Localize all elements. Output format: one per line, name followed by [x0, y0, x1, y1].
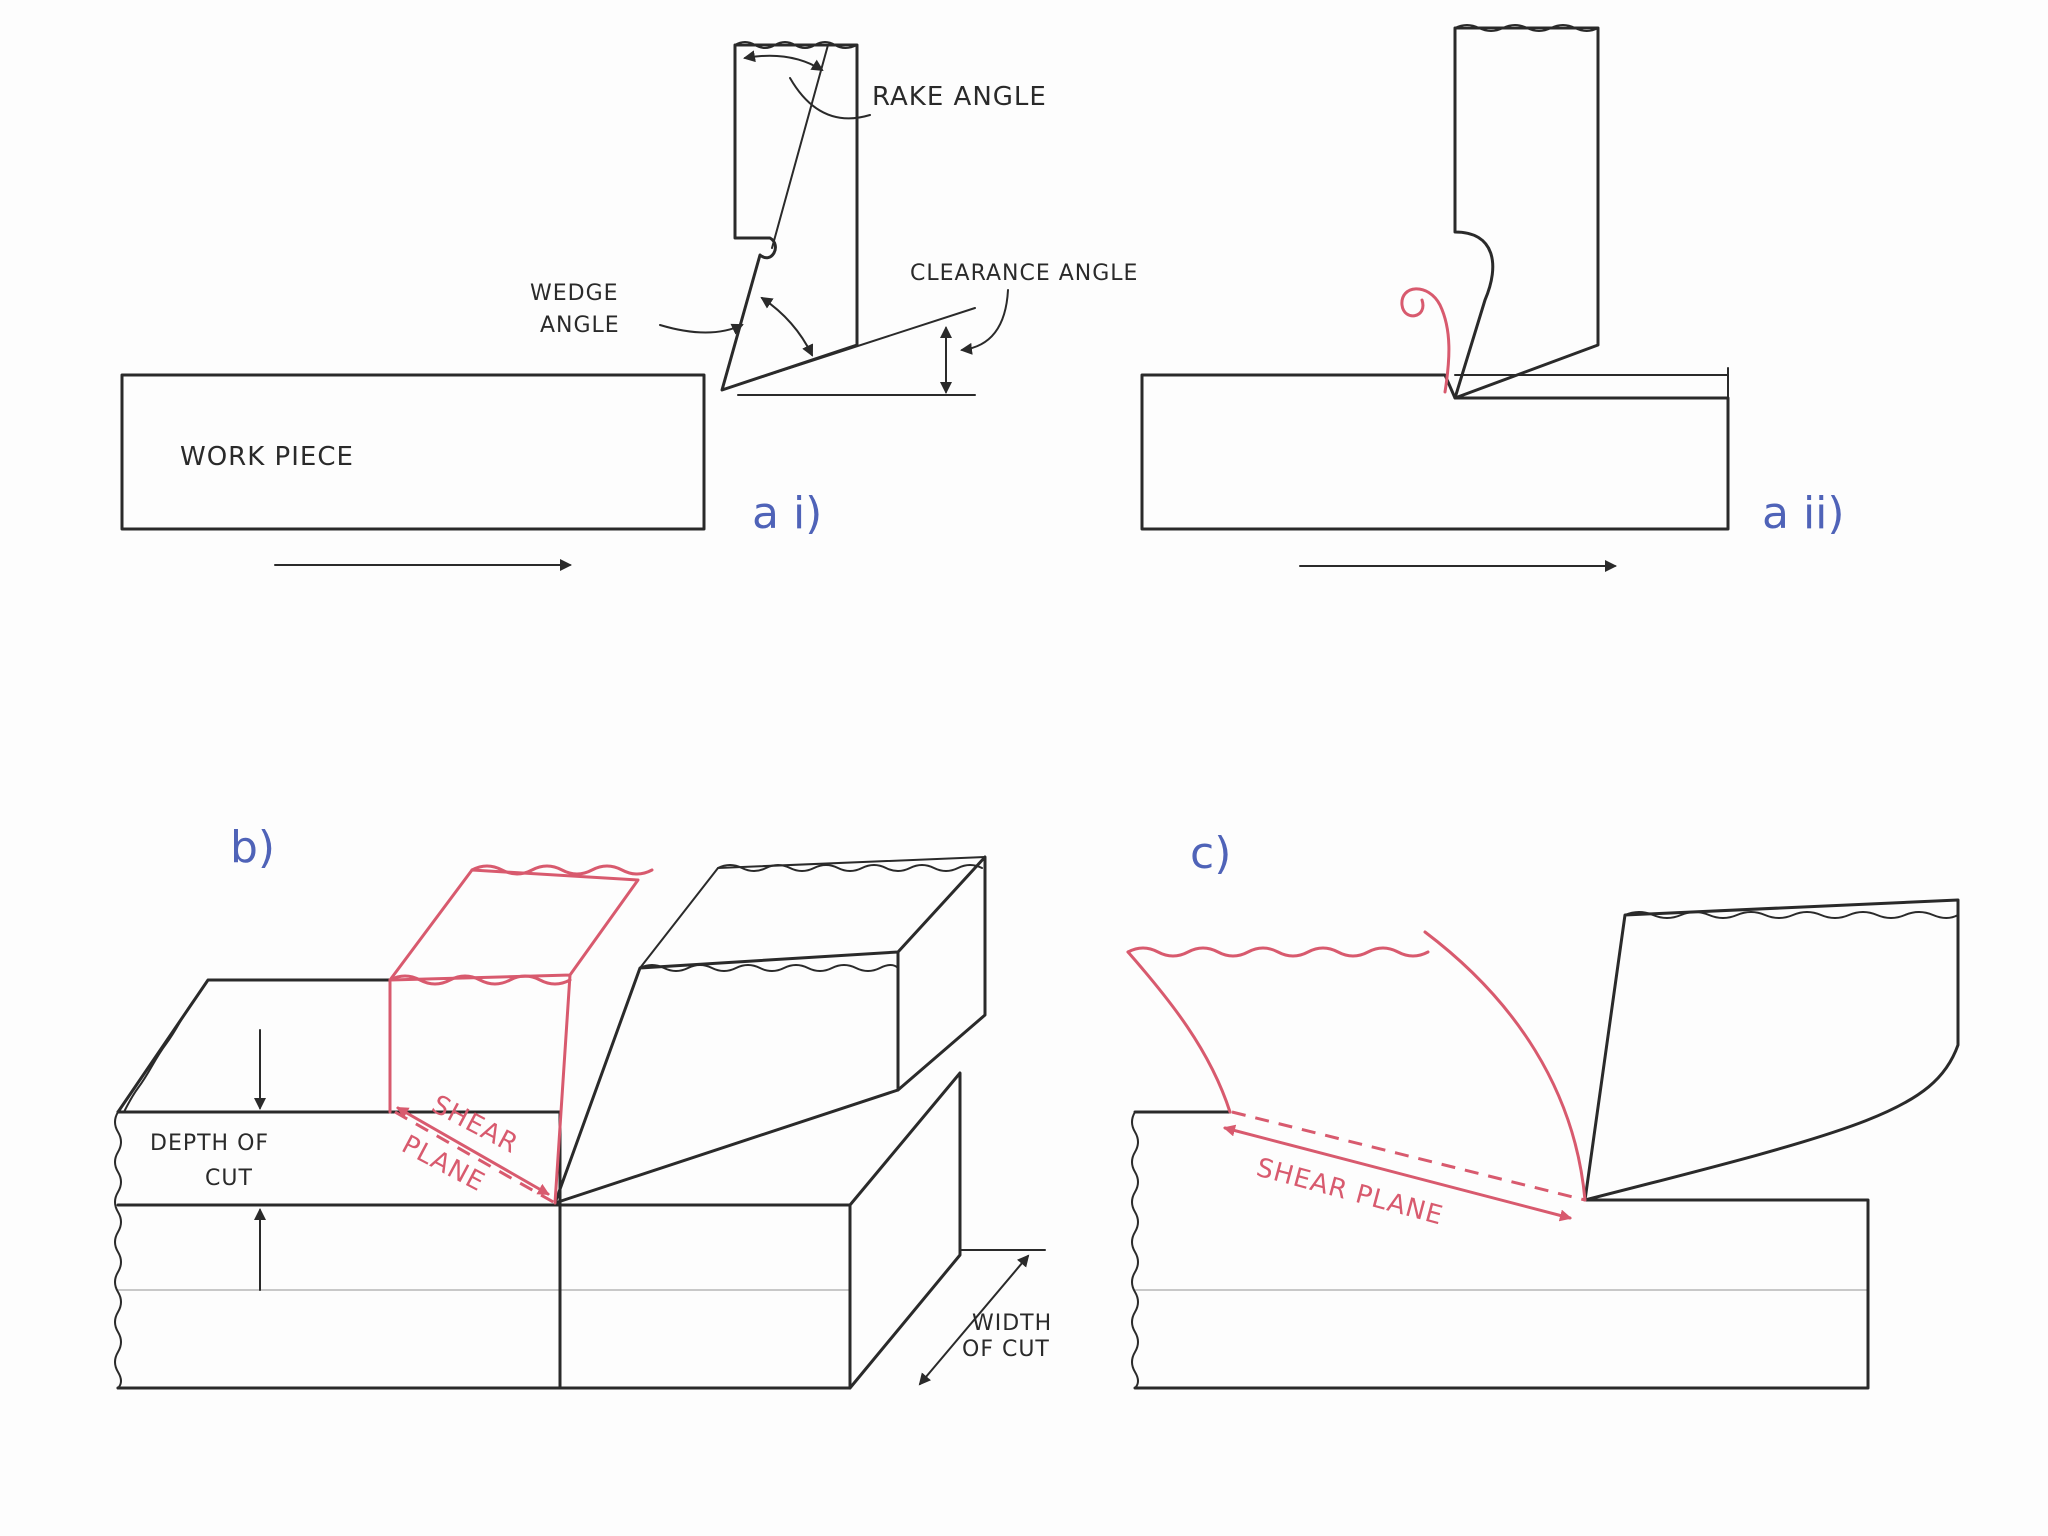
- workpiece-wavy-left-edge-b: [114, 1111, 122, 1389]
- uncut-layer-b: [116, 978, 392, 1114]
- width-of-cut-dimension: [918, 1254, 1030, 1386]
- workpiece-wavy-left-edge-c: [1131, 1111, 1139, 1389]
- depth-of-label: DEPTH OF: [150, 1131, 269, 1156]
- wedge-label-line1: WEDGE: [530, 281, 619, 306]
- rake-angle-label: RAKE ANGLE: [872, 82, 1047, 112]
- width-label: WIDTH: [972, 1311, 1052, 1336]
- panel-tag-c: c): [1190, 828, 1231, 879]
- panel-tag-ai: a i): [752, 488, 822, 539]
- cutting-tool-c: [1583, 898, 1960, 1202]
- chip-top-wavy-c: [1126, 946, 1430, 958]
- rake-angle-arc: [743, 50, 824, 72]
- cutting-tool-aii: [1453, 26, 1600, 400]
- panel-c: c) SHEAR PLANE: [1126, 828, 1960, 1390]
- chip-top-wavy-b: [388, 864, 654, 986]
- panel-ai: WORK PIECE RAKE ANGLE WEDGE ANGLE CLEARA…: [120, 41, 1138, 571]
- wedge-angle-leader: [659, 323, 744, 335]
- workpiece-block-c: [1133, 1110, 1870, 1390]
- shear-plane-dimension-b: [396, 1106, 550, 1196]
- rake-angle-reference-line: [771, 44, 829, 249]
- panel-aii: a ii): [1140, 24, 1845, 572]
- uncut-layer-wavy-b: [123, 979, 209, 1113]
- shear-plane-dimension-c: [1223, 1124, 1572, 1222]
- of-cut-label: OF CUT: [962, 1337, 1050, 1362]
- shear-plane-label-c: SHEAR PLANE: [1253, 1153, 1446, 1232]
- tool-top-wavy-aii: [1454, 24, 1599, 32]
- cutting-tool-ai: [720, 43, 859, 392]
- panel-tag-aii: a ii): [1762, 488, 1845, 539]
- cut-label: CUT: [205, 1166, 253, 1191]
- rake-angle-leader: [789, 77, 871, 120]
- tool-top-wavy-b: [639, 864, 983, 972]
- panel-b: b) SHEAR PLANE DEPTH OF CUT WIDTH O: [114, 822, 1052, 1390]
- tool-top-wavy-ai: [734, 41, 858, 49]
- chip-c: [1126, 930, 1587, 1202]
- clearance-angle-leader: [960, 289, 1009, 355]
- wedge-label-line2: ANGLE: [540, 313, 620, 338]
- tool-top-wavy-c: [1624, 911, 1959, 919]
- workpiece-label: WORK PIECE: [180, 442, 354, 472]
- panel-tag-b: b): [230, 822, 275, 873]
- workpiece-block-aii: [1140, 373, 1730, 531]
- workpiece-block-ai: [120, 373, 706, 531]
- chip-curl-aii: [1400, 287, 1451, 394]
- clearance-angle-label: CLEARANCE ANGLE: [910, 261, 1138, 286]
- cutting-tool-b: [553, 855, 987, 1205]
- wedge-angle-arc: [760, 296, 814, 357]
- clearance-extension-line: [721, 307, 976, 391]
- workpiece-right-block-b: [116, 1071, 962, 1390]
